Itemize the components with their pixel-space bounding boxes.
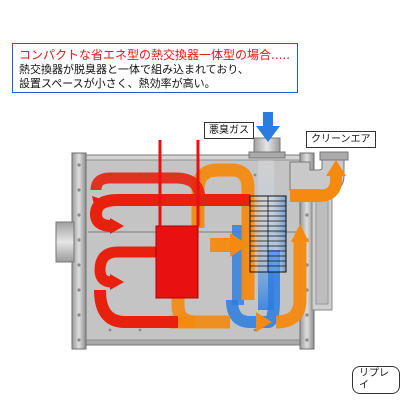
caption-line-2: 設置スペースが小さく、熱効率が高い。	[19, 77, 216, 90]
replay-button[interactable]: リプレイ	[352, 366, 400, 394]
clean-air-arrow	[290, 160, 346, 202]
hot-arrow-head-2	[110, 274, 124, 290]
heat-exchanger	[249, 195, 287, 273]
heater-block	[155, 140, 200, 299]
gas-inlet-pipe	[248, 137, 286, 159]
caption-title: コンパクトな省エネ型の熱交換器一体型の場合.....	[19, 48, 291, 62]
caption-line-1: 熱交換器が脱臭器と一体で組み込まれており、	[19, 63, 249, 76]
warm-arrow-head-1	[230, 233, 248, 257]
clean-air-label: クリーンエア	[306, 131, 376, 148]
gas-inlet-arrow	[256, 112, 280, 142]
hot-arrow-head-3	[92, 196, 104, 214]
caption-box: コンパクトな省エネ型の熱交換器一体型の場合..... 熱交換器が脱臭器と一体で組…	[12, 43, 298, 93]
warm-arrow-head-3	[256, 312, 272, 332]
odor-gas-label: 悪臭ガス	[204, 122, 254, 139]
hot-arrow-head-1	[110, 218, 124, 234]
warm-arrow-head-2	[291, 224, 309, 242]
